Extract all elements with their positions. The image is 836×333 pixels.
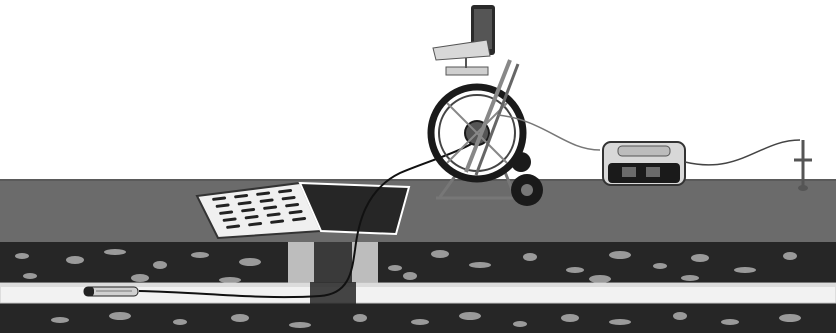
stone	[109, 312, 131, 320]
stone	[153, 261, 167, 269]
stone	[15, 253, 29, 259]
stone	[23, 273, 37, 279]
stone	[589, 275, 611, 283]
stone	[219, 277, 241, 283]
unit-to-locator-cable	[685, 140, 800, 165]
stone	[131, 274, 149, 282]
stone	[239, 258, 261, 266]
stone	[66, 256, 84, 264]
stone	[513, 321, 527, 327]
monitor-icon	[433, 5, 495, 75]
stone	[673, 312, 687, 320]
stone	[191, 252, 209, 258]
control-unit-icon	[603, 142, 685, 185]
stone	[609, 251, 631, 259]
stone	[431, 250, 449, 258]
stone	[653, 263, 667, 269]
stone	[353, 314, 367, 322]
stone	[231, 314, 249, 322]
road-surface	[0, 180, 836, 242]
stone	[734, 267, 756, 273]
stone	[469, 262, 491, 268]
stone	[411, 319, 429, 325]
stone	[783, 252, 797, 260]
pipe-camera-icon	[84, 287, 138, 296]
stone	[173, 319, 187, 325]
stone	[721, 319, 739, 325]
stone	[459, 312, 481, 320]
stone	[104, 249, 126, 255]
stone	[779, 314, 801, 322]
stone	[681, 275, 699, 281]
stone	[609, 319, 631, 325]
stone	[566, 267, 584, 273]
stone	[289, 322, 311, 328]
stone	[51, 317, 69, 323]
stone	[403, 272, 417, 280]
stone	[388, 265, 402, 271]
stone	[523, 253, 537, 261]
stone	[561, 314, 579, 322]
stone	[691, 254, 709, 262]
